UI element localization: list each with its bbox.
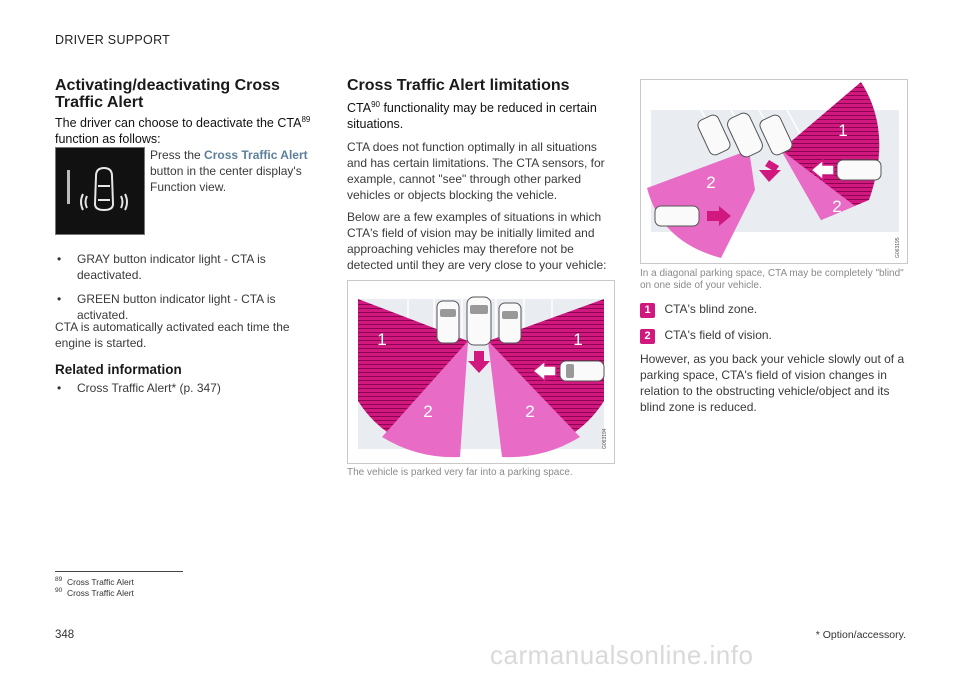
press-instruction: Press the Cross Traffic Alert button in … (150, 147, 330, 195)
activation-intro: The driver can choose to deactivate the … (55, 112, 330, 147)
figure-marker: 2 (706, 173, 715, 192)
arrow-left-icon (809, 158, 835, 182)
figure-code: G063194 (602, 428, 608, 449)
parking-diagram-1: 1 1 2 2 G063194 (358, 296, 608, 458)
arrow-right-icon (707, 206, 731, 226)
figure-code: G063195 (895, 237, 901, 258)
option-note: * Option/accessory. (815, 629, 906, 641)
limitations-para-2: Below are a few examples of situations i… (347, 210, 607, 272)
vision-change-para: However, as you back your vehicle slowly… (640, 352, 905, 414)
limitations-lead: CTA90 functionality may be reduced in ce… (347, 97, 612, 132)
arrow-down-icon (759, 160, 781, 182)
cta-button-icon (67, 166, 128, 212)
list-item: GRAY button indicator light - CTA is dea… (55, 251, 330, 283)
legend-text: CTA's blind zone. (664, 302, 758, 316)
watermark: carmanualsonline.info (490, 640, 754, 670)
intro-text: The driver can choose to deactivate the … (55, 116, 302, 131)
cta-button-image (55, 147, 145, 235)
legend-number: 1 (640, 303, 655, 318)
related-link[interactable]: Cross Traffic Alert* (p. 347) (55, 380, 330, 396)
legend-item: 1 CTA's blind zone. (640, 300, 906, 318)
footnote-text: Cross Traffic Alert (66, 576, 134, 587)
figure-2-caption: In a diagonal parking space, CTA may be … (640, 268, 904, 291)
figure-marker: 2 (423, 402, 432, 421)
arrow-left-icon (531, 359, 557, 383)
figure-marker: 2 (832, 197, 841, 216)
press-suffix: button in the center display's Function … (150, 164, 302, 194)
auto-activation-text: CTA is automatically activated each time… (55, 320, 290, 350)
parking-figure-1: 1 1 2 2 G063194 (347, 280, 615, 464)
parking-diagram-2: 1 2 2 G063195 (647, 82, 901, 258)
legend-number: 2 (640, 329, 655, 344)
figure-marker: 1 (838, 121, 847, 140)
list-item: GREEN button indicator light - CTA is ac… (55, 291, 330, 323)
figure-marker: 2 (525, 402, 534, 421)
footnote-89: 89 Cross Traffic Alert (55, 575, 134, 587)
activation-heading: Activating/deactivating Cross Traffic Al… (55, 77, 280, 111)
lead-cta: CTA (347, 101, 372, 116)
legend-text: CTA's field of vision. (664, 328, 772, 342)
parking-figure-2: 1 2 2 G063195 (640, 79, 908, 264)
legend-item: 2 CTA's field of vision. (640, 326, 906, 344)
limitations-heading: Cross Traffic Alert limitations (347, 77, 570, 94)
figure-marker: 1 (573, 330, 582, 349)
footnote-text: Cross Traffic Alert (66, 587, 134, 598)
related-list: Cross Traffic Alert* (p. 347) (55, 380, 330, 404)
press-prefix: Press the (150, 148, 205, 162)
figure-marker: 1 (377, 330, 386, 349)
footnote-number: 89 (55, 576, 63, 583)
footnote-90: 90 Cross Traffic Alert (55, 586, 134, 598)
intro-text-end: function as follows: (55, 132, 161, 147)
footnote-ref-89[interactable]: 89 (301, 115, 311, 124)
indicator-list: GRAY button indicator light - CTA is dea… (55, 251, 330, 331)
footnote-number: 90 (55, 587, 63, 594)
arrow-down-icon (468, 351, 490, 373)
page-number: 348 (55, 629, 75, 641)
footnote-divider (55, 571, 183, 572)
footnote-ref-90[interactable]: 90 (371, 100, 380, 109)
cta-button-label: Cross Traffic Alert (204, 148, 308, 162)
limitations-para-1: CTA does not function optimally in all s… (347, 140, 605, 202)
section-header: DRIVER SUPPORT (55, 33, 171, 47)
figure-1-caption: The vehicle is parked very far into a pa… (347, 467, 573, 478)
lead-rest: functionality may be reduced in certain … (347, 101, 597, 132)
related-heading: Related information (55, 362, 182, 377)
